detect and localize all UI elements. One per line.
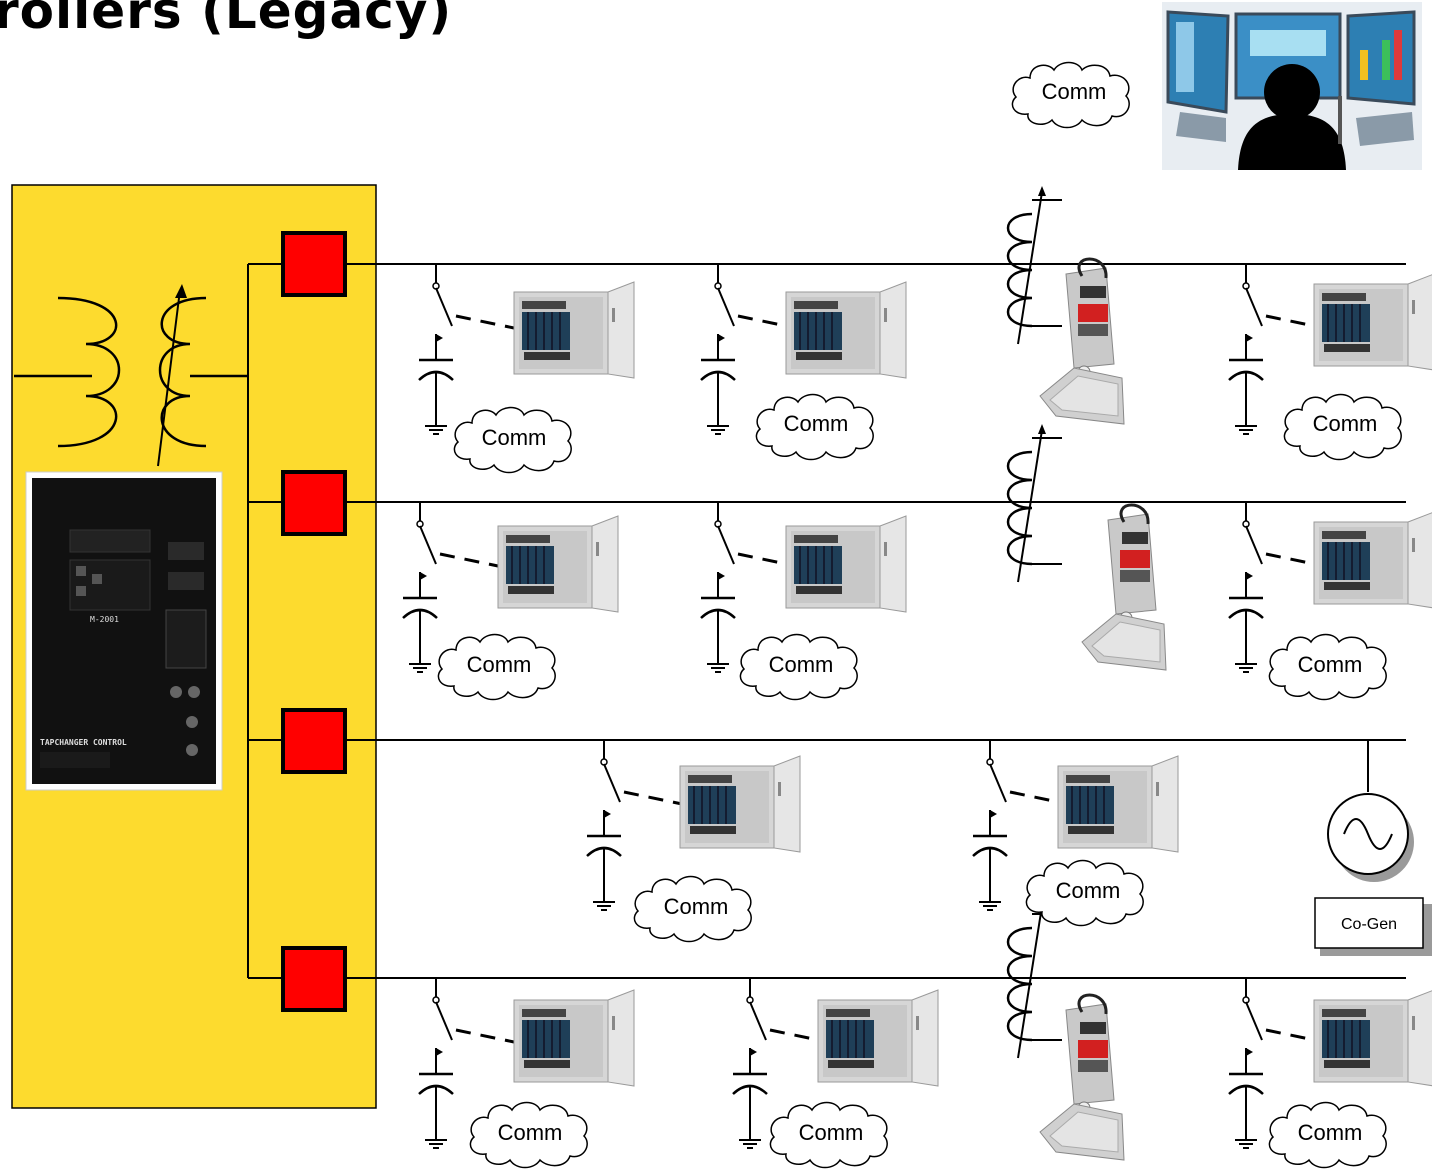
- svg-text:Comm: Comm: [1313, 411, 1378, 436]
- svg-text:Comm: Comm: [498, 1120, 563, 1145]
- comm-cloud-f4-1: Comm: [470, 1103, 587, 1168]
- control-cabinet-f3-1[interactable]: [680, 756, 800, 852]
- comm-cloud-f3-2: Comm: [1026, 861, 1143, 926]
- control-cabinet-f1-2[interactable]: [786, 282, 906, 378]
- svg-text:Comm: Comm: [1056, 878, 1121, 903]
- svg-text:Comm: Comm: [769, 652, 834, 677]
- comm-cloud-f3-1: Comm: [634, 877, 751, 942]
- feeder-breaker-4[interactable]: [283, 948, 345, 1010]
- svg-text:Comm: Comm: [799, 1120, 864, 1145]
- feeder-breaker-2[interactable]: [283, 472, 345, 534]
- control-cabinet-f4-2[interactable]: [818, 990, 938, 1086]
- control-cabinet-f3-2[interactable]: [1058, 756, 1178, 852]
- panel-model-text: M-2001: [90, 615, 119, 624]
- comm-cloud-f1-3: Comm: [1284, 395, 1401, 460]
- svg-text:Comm: Comm: [482, 425, 547, 450]
- comm-cloud-f4-3: Comm: [1269, 1103, 1386, 1168]
- svg-text:Comm: Comm: [1298, 652, 1363, 677]
- comm-cloud-f1-1: Comm: [454, 408, 571, 473]
- panel-name-text: TAPCHANGER CONTROL: [40, 738, 127, 747]
- control-cabinet-f1-1[interactable]: [514, 282, 634, 378]
- control-cabinet-f2-2[interactable]: [786, 516, 906, 612]
- control-cabinet-f4-1[interactable]: [514, 990, 634, 1086]
- svg-text:Comm: Comm: [467, 652, 532, 677]
- control-cabinet-f2-1[interactable]: [498, 516, 618, 612]
- comm-cloud-f4-2: Comm: [770, 1103, 887, 1168]
- comm-cloud-f2-1: Comm: [438, 635, 555, 700]
- comm-cloud-f1-2: Comm: [756, 395, 873, 460]
- tapchanger-control-panel[interactable]: M-2001 TAPCHANGER CONTROL: [26, 472, 222, 790]
- svg-text:Comm: Comm: [1042, 79, 1107, 104]
- comm-cloud-f2-3: Comm: [1269, 635, 1386, 700]
- svg-text:Comm: Comm: [784, 411, 849, 436]
- control-cabinet-f2-3[interactable]: [1314, 512, 1432, 608]
- comm-cloud-operator: Comm: [1012, 63, 1129, 128]
- svg-text:Comm: Comm: [664, 894, 729, 919]
- feeder-breaker-3[interactable]: [283, 710, 345, 772]
- regulator-control-f4[interactable]: [1040, 995, 1124, 1160]
- control-cabinet-f1-3[interactable]: [1314, 274, 1432, 370]
- cogen-label: Co-Gen: [1341, 916, 1397, 933]
- operator-workstation-icon: [1162, 2, 1422, 170]
- regulator-control-f2[interactable]: [1082, 505, 1166, 670]
- control-cabinet-f4-3[interactable]: [1314, 990, 1432, 1086]
- feeder-breaker-1[interactable]: [283, 233, 345, 295]
- regulator-control-f1[interactable]: [1040, 259, 1124, 424]
- svg-text:Comm: Comm: [1298, 1120, 1363, 1145]
- comm-cloud-f2-2: Comm: [740, 635, 857, 700]
- capacitor-bank-f1-1: [419, 264, 514, 434]
